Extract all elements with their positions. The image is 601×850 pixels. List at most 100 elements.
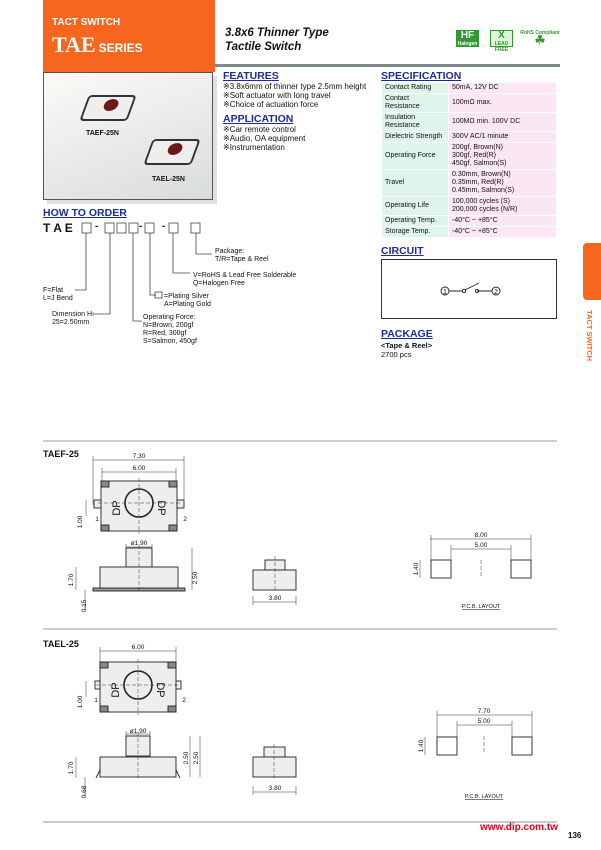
feature-item: ※3.8x6mm of thinner type 2.5mm height — [223, 82, 367, 91]
feature-item: ※Soft actuator with long travel — [223, 91, 331, 100]
dip-mark: DP — [154, 682, 166, 697]
spec-key: Travel — [381, 169, 449, 197]
note-dimension: Dimension H:25=2.50mm — [52, 311, 94, 326]
dim-h2: 2.50 — [183, 751, 190, 764]
order-code-diagram: T A E - - - Package:T/R=Tape & Reel V=Ro… — [43, 221, 296, 345]
photo-label-taef: TAEF-25N — [86, 130, 119, 137]
application-item: ※Car remote control — [223, 125, 296, 134]
dim-total-width: 7.30 — [133, 453, 146, 460]
pin2-mark: 2 — [183, 516, 187, 523]
pcb-inner: 5.00 — [475, 542, 488, 549]
pin1-mark: 1 — [94, 697, 98, 704]
dim-h2: 2.50 — [192, 571, 199, 584]
application-list: ※Car remote control ※Audio, OA equipment… — [223, 125, 305, 152]
pin2-label: 2 — [494, 289, 498, 296]
drawing-title-taef: TAEF-25 — [43, 449, 79, 459]
specification-heading: SPECIFICATION — [381, 70, 462, 82]
spec-key: Storage Temp. — [381, 226, 449, 238]
spec-key: Operating Life — [381, 196, 449, 216]
package-type: <Tape & Reel> — [381, 341, 433, 350]
pcb-layout-label: P.C.B. LAYOUT — [462, 604, 501, 610]
title-line2: Tactile Switch — [225, 41, 302, 53]
side-tab-label: TACT SWITCH — [585, 310, 594, 362]
dim-body-width: 6.00 — [132, 644, 145, 651]
website-link[interactable]: www.dip.com.tw — [480, 822, 558, 833]
rohs-logo: RoHS Compliant☘ — [520, 30, 560, 47]
photo-label-tael: TAEL-25N — [152, 176, 185, 183]
section-divider — [43, 440, 557, 442]
pcb-total: 7.70 — [478, 708, 491, 715]
dip-mark: DP — [155, 500, 167, 515]
pin1-label: 1 — [443, 289, 447, 296]
feature-item: ※Choice of actuation force — [223, 100, 319, 109]
spec-value: 200gf, Brown(N)300gf, Red(R)450gf, Salmo… — [448, 142, 557, 170]
dim-thickness: 0.15 — [81, 599, 88, 612]
category-label: TACT SWITCH — [52, 17, 121, 28]
switch-symbol: 1 2 — [440, 282, 501, 296]
package-heading: PACKAGE — [381, 328, 433, 340]
dim-end-width: 3.80 — [269, 785, 282, 792]
spec-value: -40°C ~ +85°C — [448, 226, 557, 238]
spec-key: Insulation Resistance — [381, 112, 449, 132]
spec-value: 100,000 cycles (S)200,000 cycles (N/R) — [448, 196, 557, 216]
svg-text:-: - — [95, 221, 98, 232]
header-divider — [215, 64, 560, 67]
application-heading: APPLICATION — [223, 113, 294, 125]
pcb-total: 8.00 — [475, 532, 488, 539]
note-package: Package:T/R=Tape & Reel — [215, 248, 269, 263]
features-heading: FEATURES — [223, 70, 279, 82]
section-divider — [43, 628, 557, 630]
application-item: ※Audio, OA equipment — [223, 134, 306, 143]
pin2-mark: 2 — [182, 697, 186, 704]
spec-value: 100MΩ min. 100V DC — [448, 112, 557, 132]
pcb-pad-height: 1.40 — [413, 562, 420, 575]
dip-mark: DP — [110, 682, 122, 697]
spec-value: 100mΩ max. — [448, 93, 557, 113]
pin1-mark: 1 — [95, 516, 99, 523]
dim-thickness: 0.68 — [81, 785, 88, 798]
product-photo: TAEF-25N TAEL-25N — [43, 72, 213, 200]
svg-text:-: - — [139, 221, 142, 232]
dim-pin: 1.00 — [77, 515, 84, 528]
series-name: TAE — [52, 32, 96, 57]
dim-h1: 1.70 — [68, 573, 75, 586]
dim-actuator-dia: ø1.90 — [131, 540, 148, 547]
dim-actuator-dia: ø1.90 — [130, 728, 147, 735]
pcb-inner: 5.00 — [478, 718, 491, 725]
spec-value: 0.30mm, Brown(N)0.35mm, Red(R)0.45mm, Sa… — [448, 169, 557, 197]
spec-row: Storage Temp.-40°C ~ +85°C — [381, 226, 557, 238]
pcb-pad-height: 1.40 — [418, 739, 425, 752]
circuit-heading: CIRCUIT — [381, 245, 424, 257]
svg-text:-: - — [162, 221, 165, 232]
dim-pin: 1.00 — [77, 695, 84, 708]
features-list: ※3.8x6mm of thinner type 2.5mm height ※S… — [223, 82, 366, 109]
drawing-title-tael: TAEL-25 — [43, 639, 79, 649]
series-suffix: SERIES — [98, 41, 143, 55]
dim-end-width: 3.80 — [269, 595, 282, 602]
side-tab — [583, 243, 601, 300]
dip-mark: DP — [111, 500, 123, 515]
application-item: ※Instrumentation — [223, 143, 285, 152]
dim-h1: 1.70 — [68, 761, 75, 774]
circuit-diagram: 1 2 — [381, 259, 557, 319]
title-line1: 3.8x6 Thinner Type — [225, 27, 329, 39]
package-qty: 2700 pcs — [381, 350, 412, 359]
pcb-layout-label: P.C.B. LAYOUT — [465, 794, 504, 800]
order-prefix: T A E — [43, 221, 73, 235]
